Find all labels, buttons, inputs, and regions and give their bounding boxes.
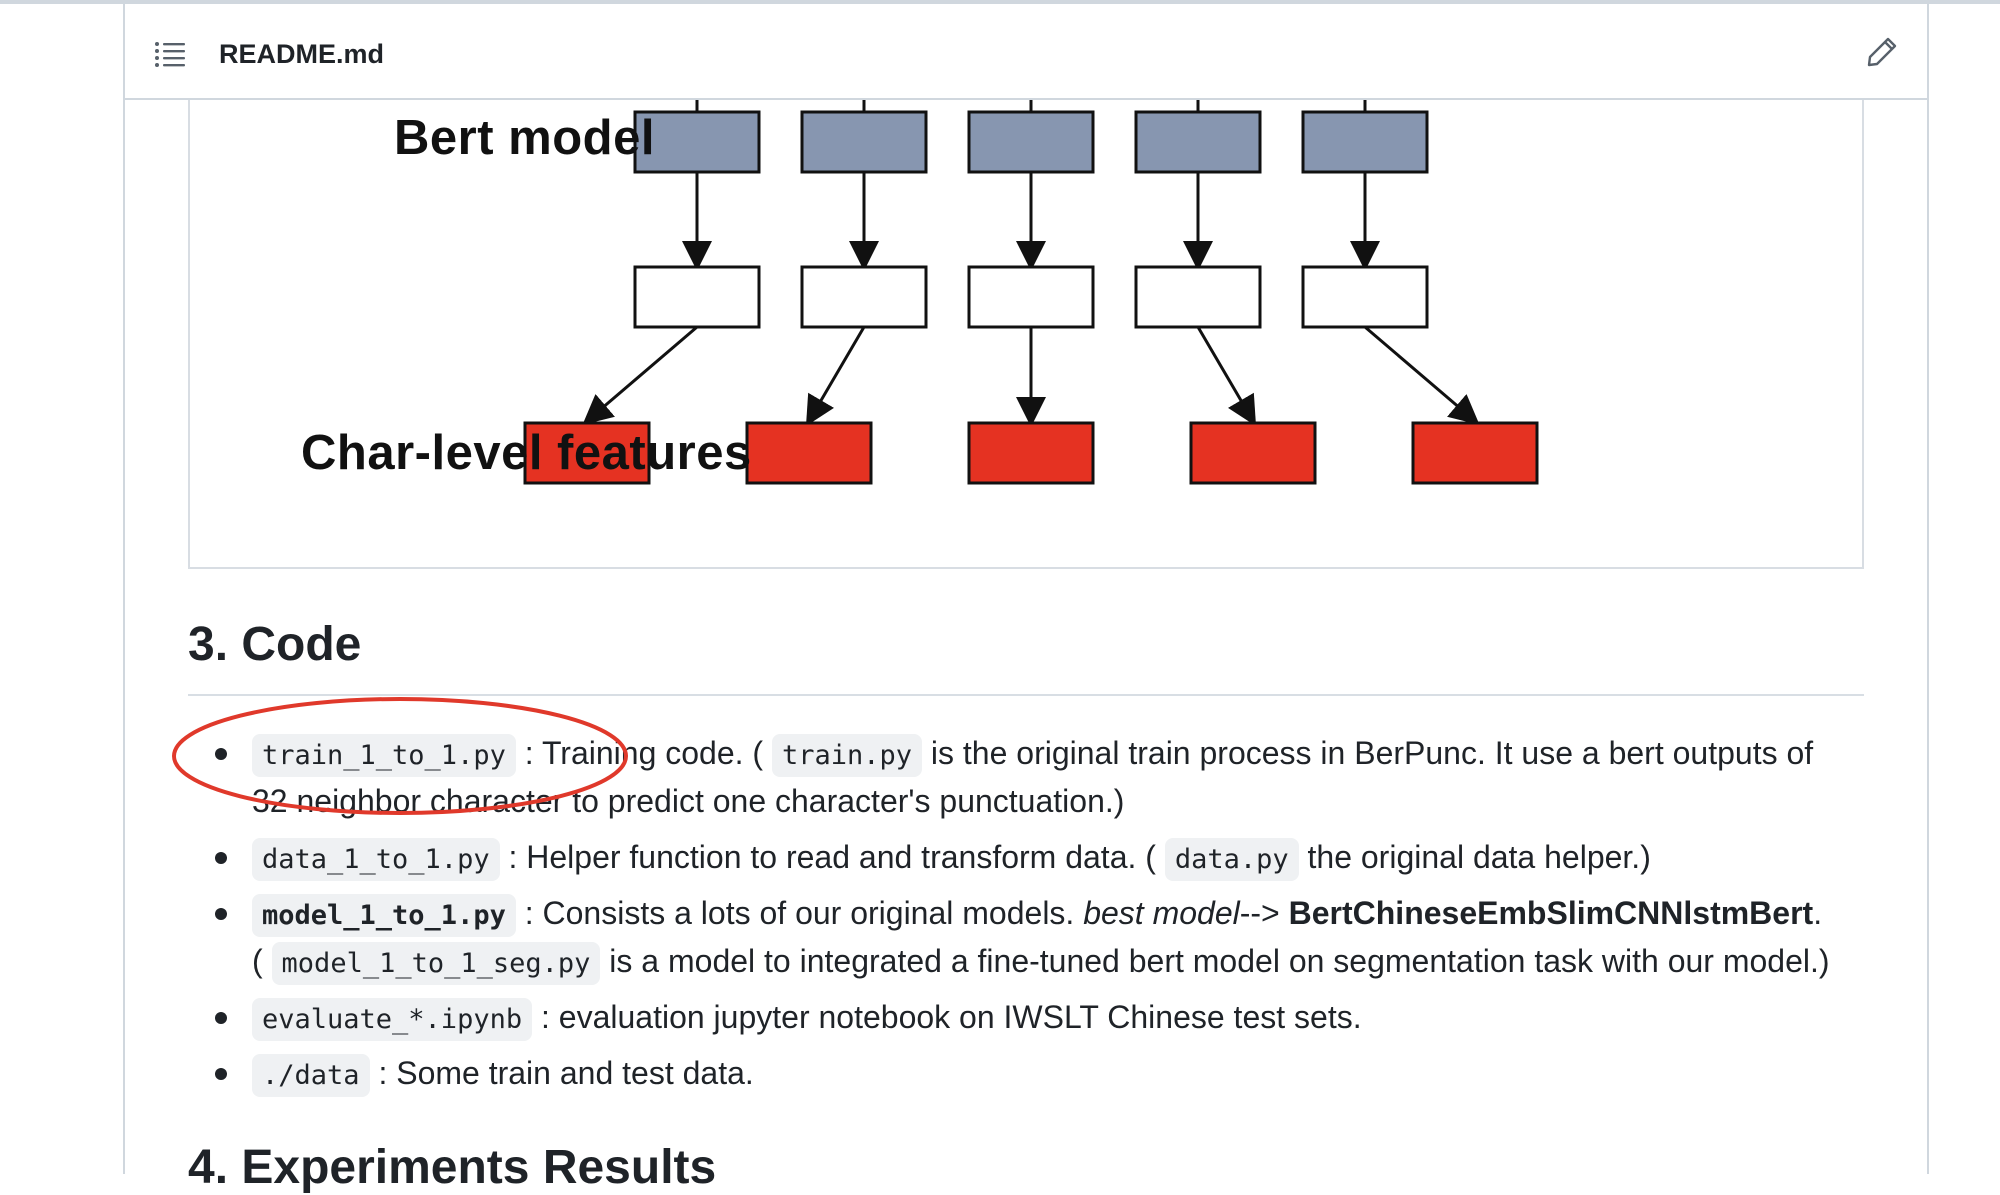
- list-item: model_1_to_1.py : Consists a lots of our…: [252, 889, 1872, 940]
- bert-output-box: [1134, 110, 1262, 174]
- emphasis-text: best model: [1083, 895, 1240, 931]
- item-text: : Some train and test data.: [369, 1055, 754, 1091]
- down-arrow: [1196, 326, 1257, 427]
- inline-code: model_1_to_1.py: [252, 894, 516, 937]
- bullet: [215, 852, 227, 864]
- bullet: [215, 1068, 227, 1080]
- intermediate-box: [633, 265, 761, 329]
- intermediate-box: [967, 265, 1095, 329]
- list-item: data_1_to_1.py : Helper function to read…: [252, 833, 1872, 884]
- item-text: : Helper function to read and transform …: [499, 839, 1165, 875]
- intermediate-box: [1134, 265, 1262, 329]
- down-arrow: [1364, 325, 1480, 425]
- char-feature-box: [523, 421, 651, 485]
- heading-divider: [188, 694, 1864, 696]
- list-unordered-icon: [155, 42, 185, 67]
- item-text: : Training code. (: [515, 735, 772, 771]
- item-text: the original data helper.): [1298, 839, 1651, 875]
- top-border: [0, 0, 2000, 4]
- down-arrow: [582, 325, 698, 425]
- file-name: README.md: [219, 39, 385, 69]
- list-item-continuation: 32 neighbor character to predict one cha…: [252, 777, 1872, 825]
- item-text: 32 neighbor character to predict one cha…: [252, 783, 1125, 819]
- item-text: : evaluation jupyter notebook on IWSLT C…: [532, 999, 1362, 1035]
- strong-text: BertChineseEmbSlimCNNlstmBert: [1288, 895, 1814, 931]
- down-arrow: [805, 326, 866, 427]
- item-text: : Consists a lots of our original models…: [515, 895, 1084, 931]
- char-level-features-label: Char-level features: [301, 426, 752, 480]
- bert-model-label: Bert model: [394, 111, 655, 165]
- item-text: is the original train process in BerPunc…: [922, 735, 1814, 771]
- file-header: [125, 4, 1927, 100]
- inline-code: evaluate_*.ipynb: [252, 998, 533, 1041]
- inline-code: data.py: [1164, 838, 1299, 881]
- next-section-heading: 4. Experiments Results: [188, 1141, 717, 1194]
- inline-code: train_1_to_1.py: [252, 734, 516, 777]
- char-feature-box: [1411, 421, 1539, 485]
- item-text: (: [252, 943, 272, 979]
- list-item-continuation: ( model_1_to_1_seg.py is a model to inte…: [252, 937, 1872, 988]
- table-of-contents-button[interactable]: [146, 30, 194, 78]
- pencil-icon: [1867, 37, 1897, 67]
- bullet: [215, 1012, 227, 1024]
- bullet: [215, 908, 227, 920]
- list-item: ./data : Some train and test data.: [252, 1049, 1872, 1100]
- inline-code: model_1_to_1_seg.py: [271, 942, 601, 985]
- edit-file-button[interactable]: [1858, 28, 1906, 76]
- list-item: train_1_to_1.py : Training code. ( train…: [252, 729, 1872, 780]
- inline-code: train.py: [771, 734, 923, 777]
- bert-output-box: [633, 110, 761, 174]
- readme-frame: [123, 4, 1929, 1174]
- bert-output-box: [800, 110, 928, 174]
- char-feature-box: [745, 421, 873, 485]
- inline-code: ./data: [252, 1054, 370, 1097]
- model-diagram: [523, 100, 1539, 485]
- model-diagram-figure: Bert model Char-level features: [188, 100, 1864, 569]
- arrow-text: -->: [1239, 895, 1289, 931]
- intermediate-box: [1301, 265, 1429, 329]
- item-text: .: [1813, 895, 1823, 931]
- bert-output-box: [967, 110, 1095, 174]
- section-heading: 3. Code: [188, 618, 362, 671]
- item-text: is a model to integrated a fine-tuned be…: [600, 943, 1830, 979]
- char-feature-box: [1189, 421, 1317, 485]
- inline-code: data_1_to_1.py: [252, 838, 500, 881]
- bert-output-box: [1301, 110, 1429, 174]
- list-item: evaluate_*.ipynb : evaluation jupyter no…: [252, 993, 1872, 1044]
- bullet: [215, 748, 227, 760]
- intermediate-box: [800, 265, 928, 329]
- char-feature-box: [967, 421, 1095, 485]
